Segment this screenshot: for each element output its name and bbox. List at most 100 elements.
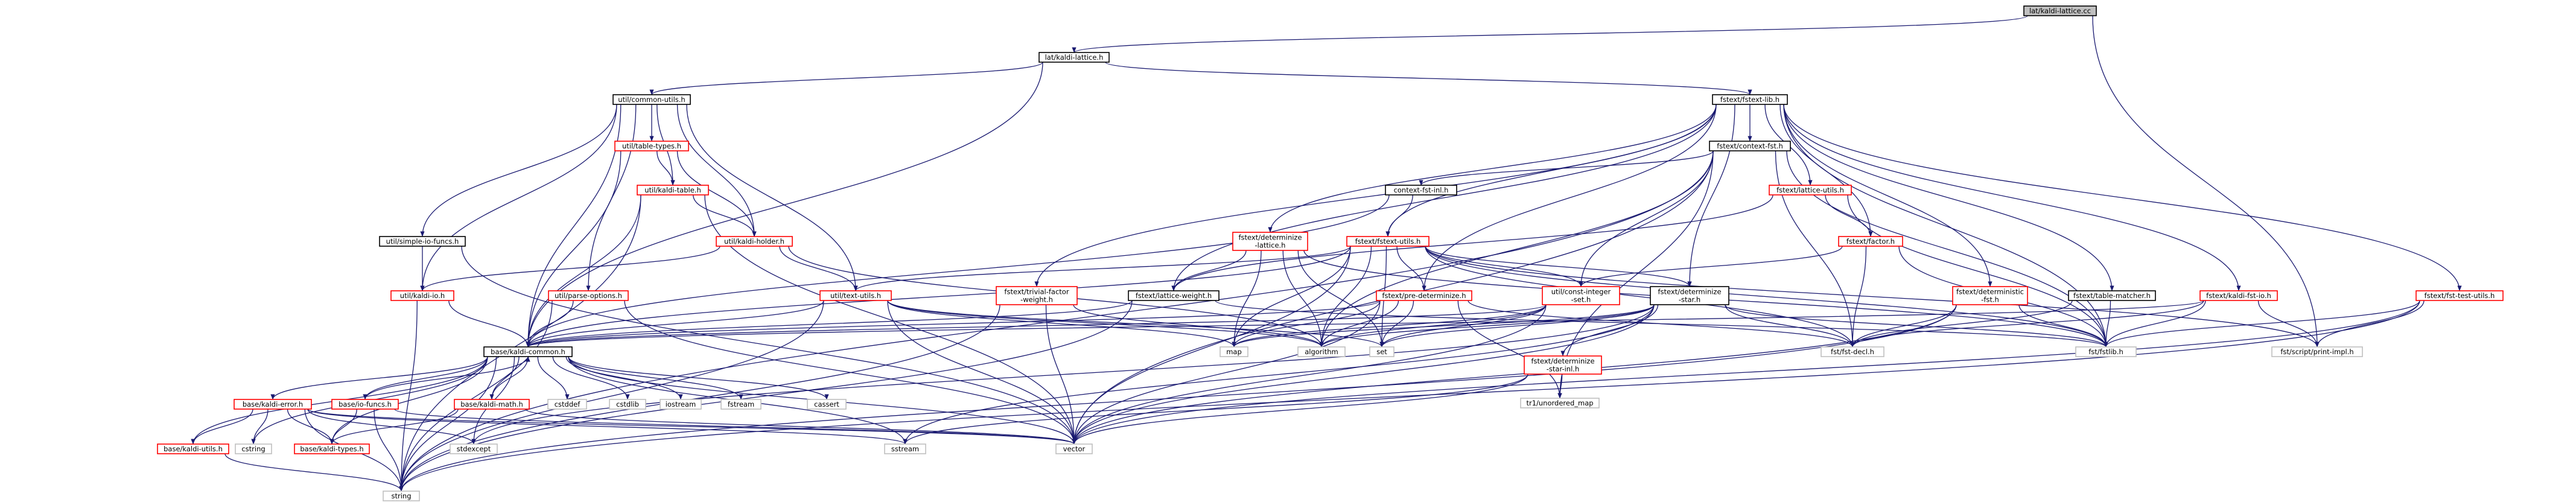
node-label-vector: vector bbox=[1063, 445, 1086, 453]
edge-determinize-lattice-to-map bbox=[1232, 250, 1262, 348]
edge-fstext-lib-to-fstlib bbox=[1783, 104, 2108, 348]
node-box-lattice-utils bbox=[1769, 185, 1852, 195]
node-label-lattice-weight: fstext/lattice-weight.h bbox=[1136, 291, 1212, 300]
edge-fstext-utils-to-const-integer-set bbox=[1425, 246, 1583, 287]
node-box-table-matcher bbox=[2068, 290, 2156, 301]
node-trivial-factor[interactable]: fstext/trivial-factor-weight.h bbox=[996, 286, 1078, 305]
node-box-cassert bbox=[807, 399, 847, 410]
node-box-set bbox=[1369, 346, 1395, 357]
edge-deterministic-fst-to-fst-decl bbox=[1850, 304, 1957, 348]
edge-kaldi-common-to-cstdlib bbox=[552, 356, 630, 400]
node-kaldi-utils[interactable]: base/kaldi-utils.h bbox=[157, 443, 229, 454]
node-simple-io[interactable]: util/simple-io-funcs.h bbox=[379, 236, 466, 247]
node-label-determinize-lattice: -lattice.h bbox=[1255, 241, 1286, 250]
node-label-trivial-factor: -weight.h bbox=[1020, 296, 1053, 304]
edge-fst-test-utils-to-string bbox=[399, 300, 2420, 492]
node-box-io-funcs bbox=[331, 399, 399, 410]
node-kaldi-error[interactable]: base/kaldi-error.h bbox=[234, 399, 312, 410]
edge-fstext-lib-to-trivial-factor bbox=[1034, 104, 1717, 287]
node-box-factor bbox=[1838, 236, 1903, 247]
edge-determinize-star-inl-to-vector bbox=[1072, 373, 1528, 445]
node-fstext-utils[interactable]: fstext/fstext-utils.h bbox=[1346, 236, 1430, 247]
edge-lattice-weight-to-kaldi-common bbox=[526, 300, 1133, 348]
edge-fstext-lib-to-table-matcher bbox=[1783, 104, 2114, 291]
node-label-map: map bbox=[1226, 348, 1242, 356]
edge-fstext-lib-to-deterministic-fst bbox=[1783, 104, 1992, 287]
node-vector: vector bbox=[1055, 443, 1093, 454]
node-determinize-lattice[interactable]: fstext/determinize-lattice.h bbox=[1232, 232, 1308, 251]
node-box-iostream bbox=[660, 399, 702, 410]
node-box-kaldi-holder bbox=[716, 236, 793, 247]
edge-fstext-lib-to-fstext-utils bbox=[1385, 104, 1717, 237]
edge-kaldi-math-to-vector bbox=[525, 408, 1077, 445]
node-text-utils[interactable]: util/text-utils.h bbox=[819, 290, 892, 301]
node-common-utils[interactable]: util/common-utils.h bbox=[612, 94, 691, 105]
edge-determinize-star-to-set bbox=[1379, 304, 1655, 348]
edge-determinize-star-inl-to-sstream bbox=[903, 373, 1528, 445]
edge-determinize-star-to-fstlib bbox=[1725, 304, 2108, 348]
node-box-fst-decl bbox=[1821, 346, 1884, 357]
node-factor[interactable]: fstext/factor.h bbox=[1838, 236, 1903, 247]
node-box-stdexcept bbox=[450, 443, 498, 454]
edge-fst-test-utils-to-fstlib bbox=[2104, 300, 2420, 348]
node-lattice-utils[interactable]: fstext/lattice-utils.h bbox=[1769, 185, 1852, 195]
node-box-common-utils bbox=[612, 94, 691, 105]
node-parse-options[interactable]: util/parse-options.h bbox=[548, 290, 629, 301]
node-determinize-star[interactable]: fstext/determinize-star.h bbox=[1650, 286, 1729, 305]
edge-common-utils-to-kaldi-holder bbox=[676, 104, 757, 237]
edge-common-utils-to-text-utils bbox=[686, 104, 858, 291]
node-table-matcher[interactable]: fstext/table-matcher.h bbox=[2068, 290, 2156, 301]
node-box-determinize-star-inl bbox=[1524, 355, 1602, 375]
node-box-table-types bbox=[614, 141, 689, 151]
node-lattice-weight[interactable]: fstext/lattice-weight.h bbox=[1128, 290, 1220, 301]
node-box-context-fst-inl bbox=[1385, 185, 1457, 195]
node-kaldi-types[interactable]: base/kaldi-types.h bbox=[294, 443, 370, 454]
node-label-cstddef: cstddef bbox=[555, 400, 580, 408]
edge-io-funcs-to-string bbox=[374, 408, 404, 492]
edge-table-matcher-to-fstlib bbox=[2104, 300, 2111, 348]
node-box-string bbox=[383, 491, 420, 501]
edge-determinize-lattice-to-set bbox=[1297, 250, 1384, 348]
node-kaldi-math[interactable]: base/kaldi-math.h bbox=[454, 399, 530, 410]
node-context-fst-inl[interactable]: context-fst-inl.h bbox=[1385, 185, 1457, 195]
node-label-deterministic-fst: fstext/deterministic bbox=[1956, 288, 2024, 296]
node-label-simple-io: util/simple-io-funcs.h bbox=[386, 237, 459, 246]
node-label-kaldi-utils: base/kaldi-utils.h bbox=[164, 445, 223, 453]
node-table-types[interactable]: util/table-types.h bbox=[614, 141, 689, 151]
node-label-kaldi-holder: util/kaldi-holder.h bbox=[724, 237, 784, 246]
node-box-kaldi-utils bbox=[157, 443, 229, 454]
node-context-fst[interactable]: fstext/context-fst.h bbox=[1709, 141, 1791, 151]
edge-table-types-to-kaldi-holder bbox=[676, 150, 757, 237]
node-label-table-matcher: fstext/table-matcher.h bbox=[2073, 291, 2151, 300]
node-kaldi-table[interactable]: util/kaldi-table.h bbox=[637, 185, 709, 195]
node-lat-h[interactable]: lat/kaldi-lattice.h bbox=[1038, 52, 1110, 63]
edge-trivial-factor-to-string bbox=[399, 304, 1000, 492]
edge-fstext-lib-to-pre-determinize bbox=[1422, 104, 1717, 291]
edge-kaldi-table-to-string bbox=[399, 194, 641, 492]
edge-determinize-star-to-sstream bbox=[903, 304, 1655, 445]
node-deterministic-fst[interactable]: fstext/deterministic-fst.h bbox=[1952, 286, 2028, 305]
node-io-funcs[interactable]: base/io-funcs.h bbox=[331, 399, 399, 410]
node-box-lattice-weight bbox=[1128, 290, 1220, 301]
edge-factor-to-fst-decl bbox=[1850, 246, 1867, 348]
edge-text-utils-to-vector bbox=[887, 300, 1077, 445]
node-box-parse-options bbox=[548, 290, 629, 301]
edge-kaldi-error-to-cstring bbox=[251, 408, 269, 445]
node-kaldi-holder[interactable]: util/kaldi-holder.h bbox=[716, 236, 793, 247]
node-kaldi-common[interactable]: base/kaldi-common.h bbox=[483, 346, 573, 357]
edge-fstext-utils-to-fstlib bbox=[1425, 246, 2108, 348]
node-fst-test-utils[interactable]: fstext/fst-test-utils.h bbox=[2415, 290, 2504, 301]
node-kaldi-io[interactable]: util/kaldi-io.h bbox=[390, 290, 454, 301]
node-const-integer-set[interactable]: util/const-integer-set.h bbox=[1542, 286, 1620, 305]
node-label-unordered-map: tr1/unordered_map bbox=[1526, 399, 1593, 407]
node-kaldi-fst-io[interactable]: fstext/kaldi-fst-io.h bbox=[2199, 290, 2278, 301]
node-label-root: lat/kaldi-lattice.cc bbox=[2029, 7, 2091, 15]
edge-lat-h-to-common-utils bbox=[649, 62, 1043, 95]
node-box-fstext-lib bbox=[1712, 94, 1788, 105]
node-fstext-lib[interactable]: fstext/fstext-lib.h bbox=[1712, 94, 1788, 105]
node-label-kaldi-math: base/kaldi-math.h bbox=[460, 400, 523, 408]
node-determinize-star-inl[interactable]: fstext/determinize-star-inl.h bbox=[1524, 355, 1602, 375]
node-pre-determinize[interactable]: fstext/pre-determinize.h bbox=[1376, 290, 1472, 301]
node-box-determinize-star bbox=[1650, 286, 1729, 305]
